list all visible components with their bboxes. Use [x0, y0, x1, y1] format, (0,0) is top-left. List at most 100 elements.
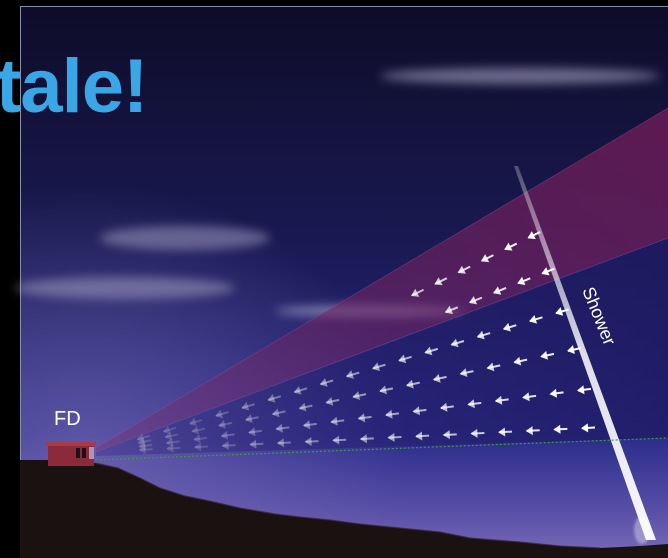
light-arrow-head [513, 356, 522, 366]
light-arrow-head [424, 346, 433, 356]
shower-track [514, 166, 656, 540]
light-arrow-head [504, 242, 513, 251]
light-arrow-shaft [139, 448, 153, 451]
light-arrow-shaft [331, 419, 345, 423]
light-arrow-shaft [294, 387, 308, 394]
light-arrow-head [385, 409, 393, 419]
light-arrow-shaft [299, 404, 313, 410]
light-arrow-head [193, 434, 201, 444]
light-arrow-head [241, 401, 250, 411]
light-arrow-head [553, 424, 561, 434]
light-arrow-head [330, 416, 338, 426]
fd-building-window-2 [82, 448, 86, 458]
light-arrow-head [293, 386, 302, 395]
cloud-upper-right [380, 68, 660, 84]
ground-terrain [20, 460, 668, 558]
light-arrow-shaft [139, 443, 153, 448]
light-arrow-head [486, 362, 495, 372]
light-arrow-head [138, 441, 146, 451]
light-arrow-head [162, 425, 171, 435]
light-arrow-head [470, 428, 478, 438]
light-arrow-head [276, 438, 285, 448]
light-arrow-head [527, 231, 536, 240]
light-arrow-head [304, 436, 312, 446]
light-arrow-head [432, 373, 441, 383]
light-arrow-head [218, 419, 226, 429]
light-arrow-head [567, 345, 575, 354]
light-arrow-head [493, 286, 502, 295]
light-arrow-head [434, 277, 443, 286]
light-arrow-head [411, 288, 420, 297]
light-arrow-head [188, 417, 197, 427]
light-arrow-head [468, 296, 478, 305]
fd-building-aperture [89, 447, 94, 459]
light-arrow-head [191, 425, 200, 435]
fd-building [46, 442, 96, 466]
light-arrow-head [549, 388, 558, 398]
light-arrow-shaft [245, 416, 259, 421]
light-arrow-head [444, 305, 453, 315]
light-arrow-head [345, 370, 354, 379]
light-arrow-head [555, 307, 564, 316]
light-arrow-head [457, 265, 466, 274]
light-arrow-shaft [166, 440, 180, 444]
light-arrow-head [352, 391, 361, 401]
light-arrow-shaft [268, 395, 282, 401]
light-arrow-shaft [137, 434, 151, 441]
light-arrow-head [298, 402, 307, 412]
light-arrow-shaft [333, 438, 347, 442]
light-arrow-head [459, 368, 468, 377]
light-arrow-shaft [218, 421, 232, 427]
light-arrow-head [164, 431, 173, 441]
light-arrow-head [406, 379, 414, 389]
light-arrow-head [398, 354, 407, 364]
light-arrow-head [357, 413, 366, 423]
light-arrow-head [450, 338, 459, 348]
shower-core-glow [634, 516, 650, 544]
light-arrow-shaft [167, 446, 181, 450]
light-arrow-head [136, 433, 145, 443]
slide-title-fragment: tale! [0, 44, 148, 129]
fov-lower-wedge [96, 238, 668, 456]
light-arrow-head [412, 406, 421, 416]
light-arrow-shaft [163, 426, 177, 433]
light-arrow-head [267, 393, 276, 403]
fd-label: FD [54, 408, 81, 430]
light-arrow-shaft [138, 439, 152, 444]
light-arrow-head [325, 396, 334, 406]
fd-building-window-1 [76, 448, 80, 458]
light-arrow-head [302, 420, 311, 430]
light-arrow-head [165, 437, 174, 447]
fov-mid-edge [95, 237, 668, 453]
light-arrow-shaft [215, 411, 229, 417]
light-arrow-head [215, 409, 224, 419]
light-arrow-head [275, 423, 283, 433]
light-arrow-shaft [248, 429, 262, 434]
light-arrow-head [244, 414, 253, 424]
light-arrow-head [529, 315, 538, 324]
light-arrow-head [541, 267, 550, 276]
light-arrow-shaft [303, 422, 317, 427]
light-arrow-shaft [277, 441, 291, 445]
horizon-line [95, 437, 668, 461]
light-arrow-shaft [305, 440, 319, 443]
light-arrow-head [480, 254, 490, 263]
light-arrow-head [137, 437, 146, 447]
light-arrow-head [442, 430, 450, 440]
light-arrow-head [581, 423, 589, 433]
light-arrow-head [138, 445, 146, 455]
light-arrow-head [193, 442, 202, 452]
light-arrows [136, 231, 596, 455]
light-arrow-head [494, 395, 503, 405]
light-arrow-head [476, 330, 485, 340]
light-arrow-shaft [191, 427, 206, 433]
ground-ridge-highlight [94, 462, 601, 549]
light-arrow-head [359, 434, 368, 444]
light-arrow-head [221, 441, 229, 451]
light-arrow-head [525, 426, 533, 436]
light-arrow-shaft [272, 410, 286, 416]
light-arrow-head [332, 435, 340, 445]
light-arrow-head [415, 431, 423, 441]
light-arrow-head [540, 350, 549, 360]
